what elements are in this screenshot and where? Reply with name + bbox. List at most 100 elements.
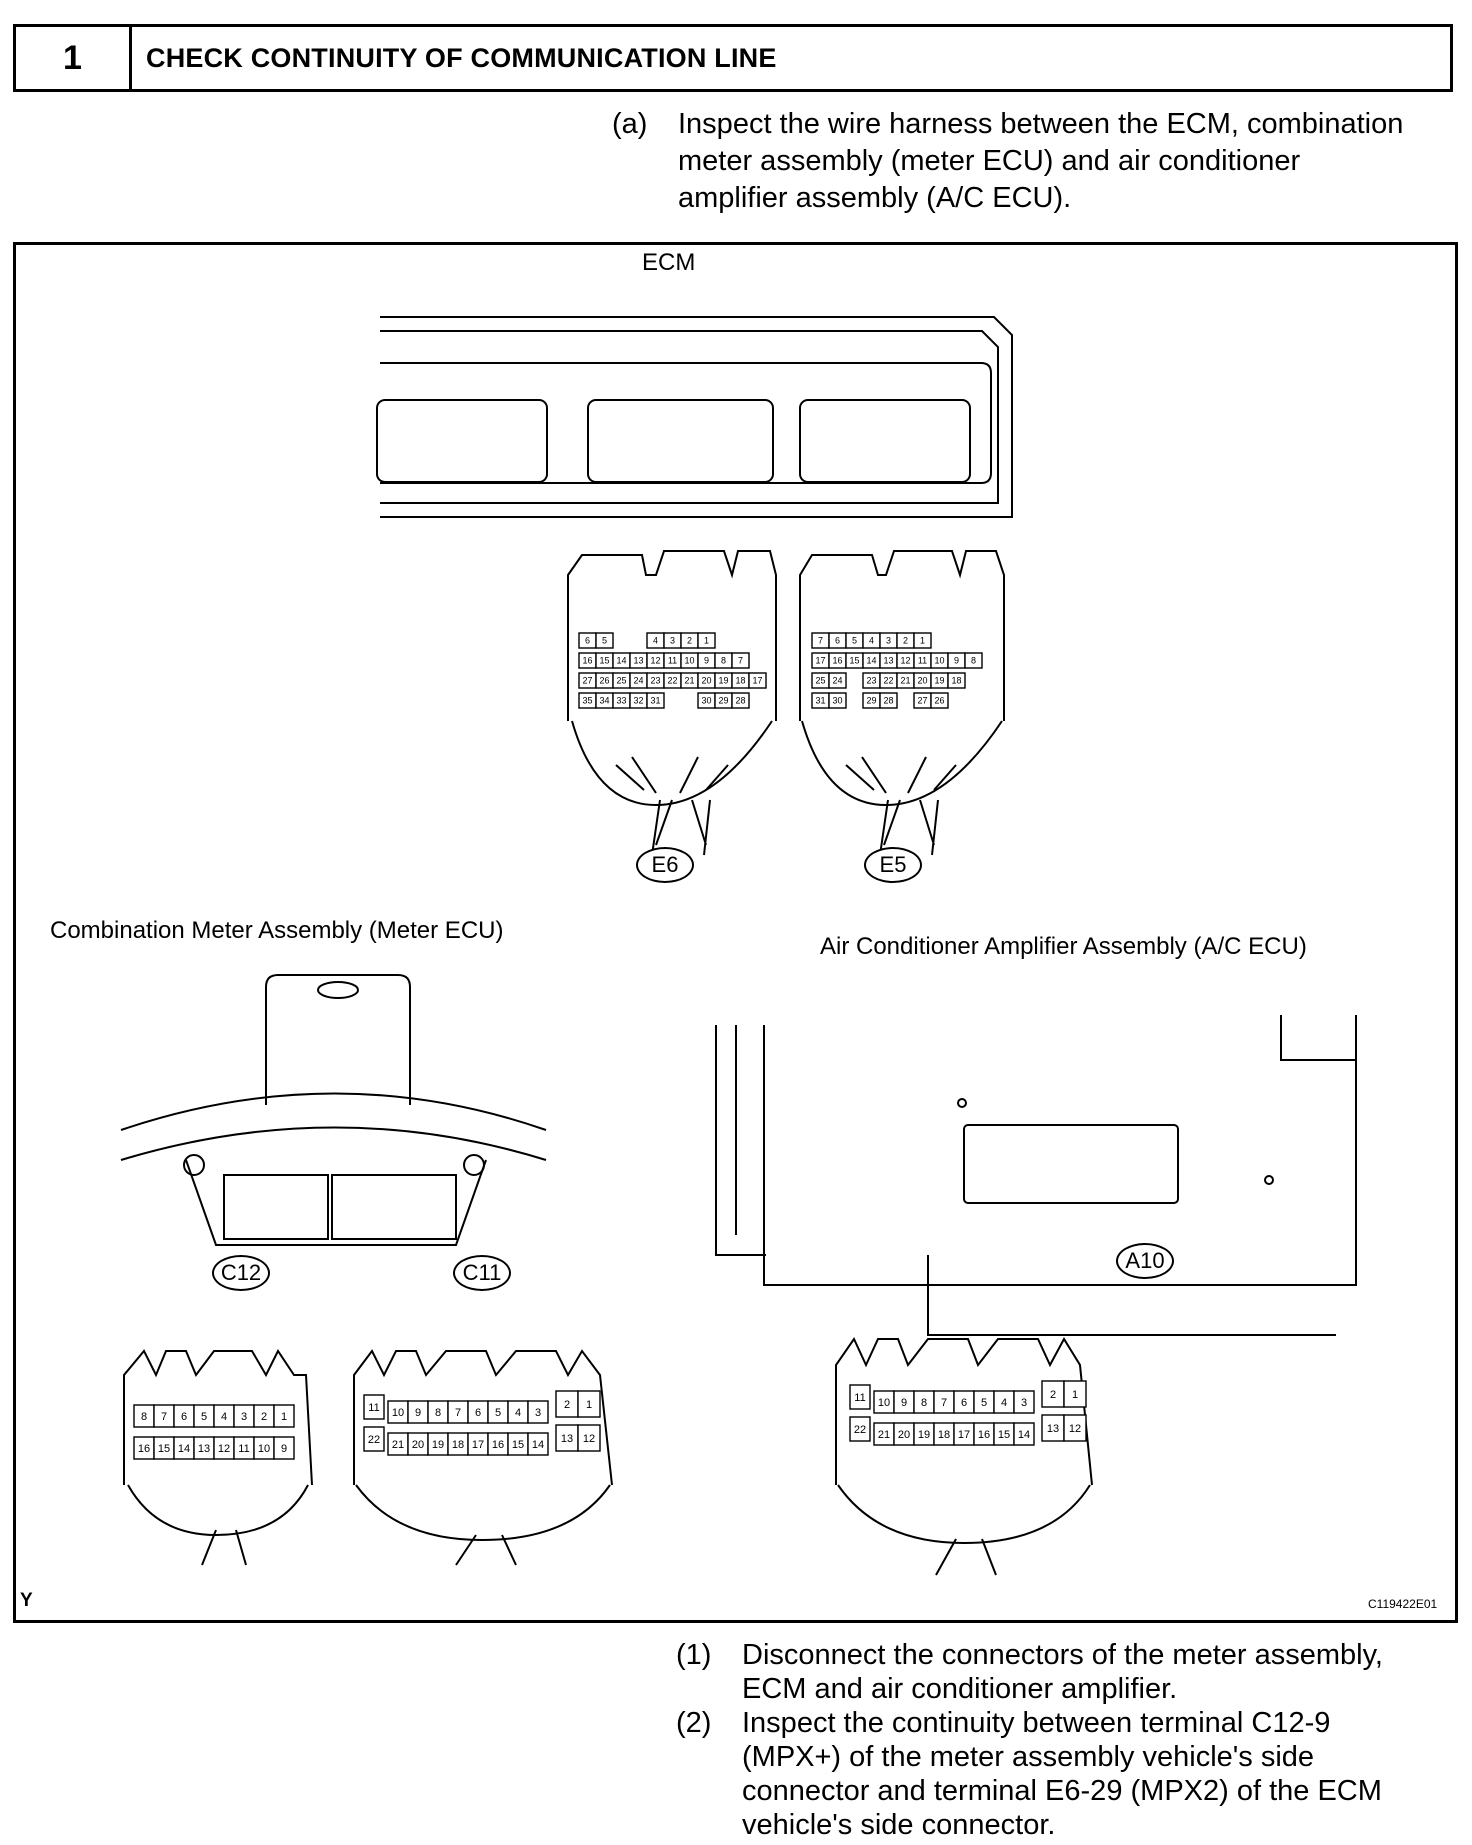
pin-number: 12 xyxy=(650,656,660,666)
pin-number: 34 xyxy=(599,696,609,706)
pin-number: 22 xyxy=(854,1424,866,1436)
pin-number: 5 xyxy=(495,1407,501,1419)
pin-number: 13 xyxy=(883,656,893,666)
ac-amplifier-housing xyxy=(715,1015,1357,1336)
pin-number: 2 xyxy=(687,636,692,646)
pin-number: 26 xyxy=(934,696,944,706)
pin-cell xyxy=(1063,1380,1087,1408)
pin-number: 11 xyxy=(238,1443,249,1455)
c11-connector-body xyxy=(353,1349,613,1566)
pin-number: 24 xyxy=(633,676,643,686)
pin-number: 5 xyxy=(602,636,607,646)
step-2-line: Inspect the continuity between terminal … xyxy=(742,1707,1331,1739)
pin-cell xyxy=(697,632,716,649)
pin-number: 4 xyxy=(653,636,658,646)
instruction-a: (a) Inspect the wire harness between the… xyxy=(612,106,1452,221)
pin-number: 8 xyxy=(921,1397,927,1409)
pin-number: 12 xyxy=(900,656,910,666)
ecm-housing xyxy=(376,316,1013,518)
pin-number: 13 xyxy=(561,1433,573,1445)
pin-number: 1 xyxy=(704,636,709,646)
figure-code: C119422E01 xyxy=(1368,1597,1438,1611)
ecm-label: ECM xyxy=(642,249,696,276)
pin-number: 19 xyxy=(432,1439,444,1451)
pin-number: 27 xyxy=(582,676,592,686)
instruction-a-line: amplifier assembly (A/C ECU). xyxy=(678,182,1072,214)
step-2-line: connector and terminal E6-29 (MPX2) of t… xyxy=(742,1775,1382,1807)
pin-cell xyxy=(731,652,750,669)
pin-number: 18 xyxy=(452,1439,464,1451)
pin-number: 1 xyxy=(1072,1389,1078,1401)
pin-number: 10 xyxy=(934,656,944,666)
pin-number: 2 xyxy=(261,1411,267,1423)
pin-number: 9 xyxy=(415,1407,421,1419)
step-number: 1 xyxy=(16,27,132,89)
pin-number: 7 xyxy=(941,1397,947,1409)
pin-number: 14 xyxy=(178,1443,190,1455)
pin-number: 18 xyxy=(951,676,961,686)
pin-cell xyxy=(527,1400,549,1424)
pin-number: 21 xyxy=(900,676,910,686)
instruction-a-line: Inspect the wire harness between the ECM… xyxy=(678,108,1404,140)
pin-number: 25 xyxy=(815,676,825,686)
pin-number: 11 xyxy=(854,1392,865,1404)
pin-number: 18 xyxy=(735,676,745,686)
pin-number: 2 xyxy=(564,1399,570,1411)
pin-number: 32 xyxy=(633,696,643,706)
pin-number: 22 xyxy=(368,1434,380,1446)
pin-number: 9 xyxy=(704,656,709,666)
corner-mark: Y xyxy=(20,1590,33,1611)
pin-cell xyxy=(849,1384,871,1410)
pin-number: 22 xyxy=(883,676,893,686)
pin-number: 6 xyxy=(585,636,590,646)
pin-number: 1 xyxy=(281,1411,287,1423)
pin-cell xyxy=(273,1436,295,1460)
pin-number: 5 xyxy=(201,1411,207,1423)
ac-amplifier-label: Air Conditioner Amplifier Assembly (A/C … xyxy=(820,933,1307,960)
step-2-line: (MPX+) of the meter assembly vehicle's s… xyxy=(742,1741,1315,1773)
pin-number: 11 xyxy=(368,1402,379,1414)
pin-cell xyxy=(748,672,767,689)
pin-cell xyxy=(828,672,847,689)
pin-cell xyxy=(964,652,983,669)
pin-number: 4 xyxy=(515,1407,521,1419)
pin-number: 10 xyxy=(258,1443,270,1455)
instruction-a-label: (a) xyxy=(612,108,648,140)
e6-connector-body xyxy=(567,550,777,856)
pin-number: 19 xyxy=(934,676,944,686)
step-1: (1) Disconnect the connectors of the met… xyxy=(676,1637,1456,1717)
step-1-line: Disconnect the connectors of the meter a… xyxy=(742,1639,1383,1671)
pin-number: 21 xyxy=(684,676,694,686)
pin-number: 9 xyxy=(281,1443,287,1455)
pin-cell xyxy=(273,1404,295,1428)
pin-number: 14 xyxy=(866,656,876,666)
pin-number: 35 xyxy=(582,696,592,706)
c12-connector-body xyxy=(123,1349,313,1566)
pin-number: 15 xyxy=(849,656,859,666)
pin-number: 7 xyxy=(161,1411,167,1423)
connector-callout-c12: C12 xyxy=(212,1255,270,1291)
step-header: 1 CHECK CONTINUITY OF COMMUNICATION LINE xyxy=(13,24,1453,92)
pin-number: 8 xyxy=(971,656,976,666)
pin-number: 27 xyxy=(917,696,927,706)
pin-cell xyxy=(1063,1414,1087,1442)
pin-number: 12 xyxy=(1069,1423,1081,1435)
pin-number: 28 xyxy=(735,696,745,706)
pin-number: 31 xyxy=(815,696,825,706)
pin-number: 17 xyxy=(472,1439,484,1451)
pin-number: 24 xyxy=(832,676,842,686)
pin-number: 3 xyxy=(886,636,891,646)
pin-number: 19 xyxy=(718,676,728,686)
pin-cell xyxy=(913,632,932,649)
pin-number: 2 xyxy=(1050,1389,1056,1401)
step-title: CHECK CONTINUITY OF COMMUNICATION LINE xyxy=(146,42,777,73)
pin-number: 30 xyxy=(701,696,711,706)
pin-number: 14 xyxy=(616,656,626,666)
connector-callout-e6: E6 xyxy=(636,847,694,883)
pin-number: 4 xyxy=(221,1411,227,1423)
instruction-a-line: meter assembly (meter ECU) and air condi… xyxy=(678,145,1301,177)
